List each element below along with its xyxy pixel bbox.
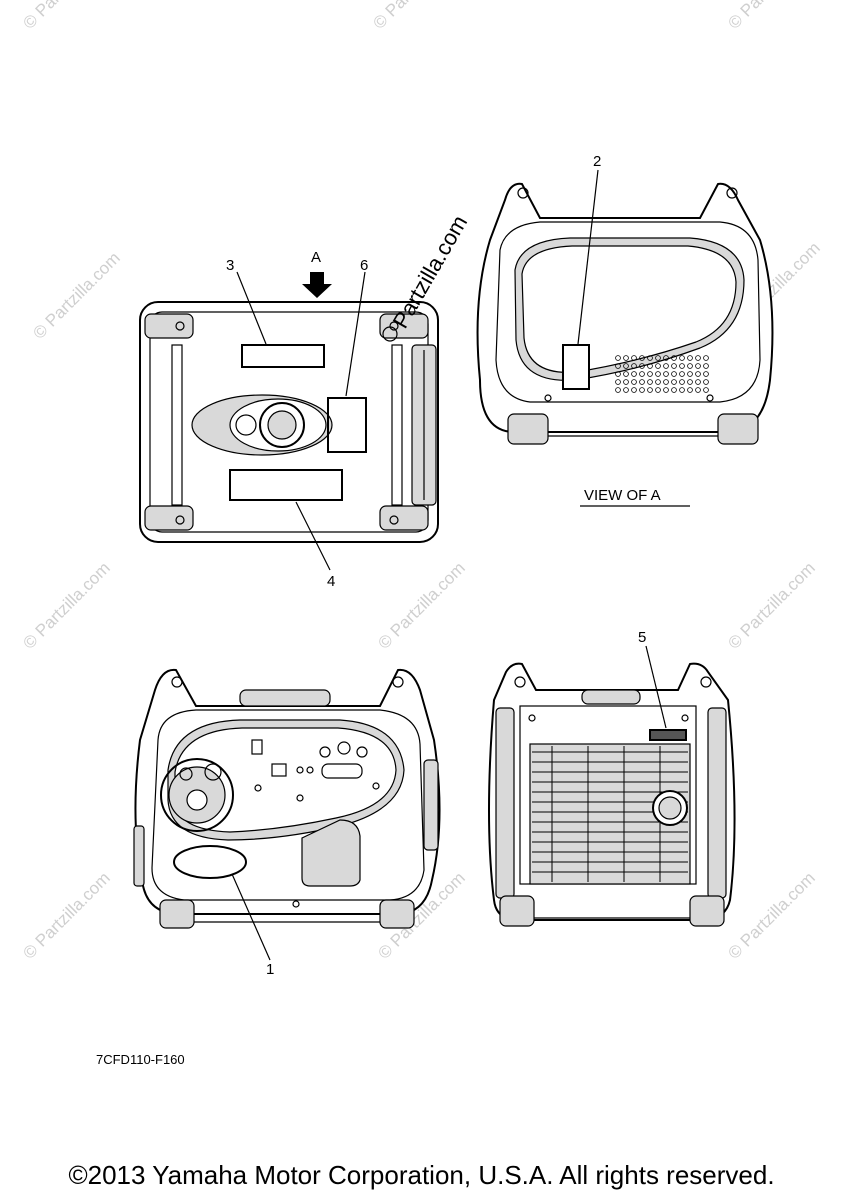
copyright-circle-icon <box>382 326 398 342</box>
arrow-label: A <box>311 249 321 266</box>
view-arrow-icon <box>302 272 332 298</box>
watermark: © Partzilla.com <box>724 558 818 652</box>
callout-4: 4 <box>327 573 335 590</box>
callout-2: 2 <box>593 153 601 170</box>
callout-6: 6 <box>360 257 368 274</box>
rear-view: 5 <box>488 629 736 927</box>
watermark: © Partzilla.com <box>724 0 818 33</box>
watermark: © Partzilla.com <box>724 868 818 962</box>
view-of-a-label: VIEW OF A <box>584 487 661 504</box>
watermark: © Partzilla.com <box>374 558 468 652</box>
front-view: 1 <box>133 668 441 978</box>
view-of-a: 2 VIEW OF A <box>476 153 774 507</box>
top-view: A 3 6 4 <box>139 249 439 590</box>
callout-3: 3 <box>226 257 234 274</box>
watermark: © Partzilla.com <box>19 868 113 962</box>
watermark: © Partzilla.com <box>19 558 113 652</box>
copyright-notice: ©2013 Yamaha Motor Corporation, U.S.A. A… <box>68 1160 775 1190</box>
watermark: © Partzilla.com <box>369 0 463 33</box>
callout-5: 5 <box>638 629 646 646</box>
part-code: 7CFD110-F160 <box>96 1052 185 1067</box>
grille-slats <box>532 746 688 882</box>
vent-grid <box>615 355 709 393</box>
callout-1: 1 <box>266 961 274 978</box>
watermark: © Partzilla.com <box>29 248 123 342</box>
watermark: © Partzilla.com <box>19 0 113 33</box>
